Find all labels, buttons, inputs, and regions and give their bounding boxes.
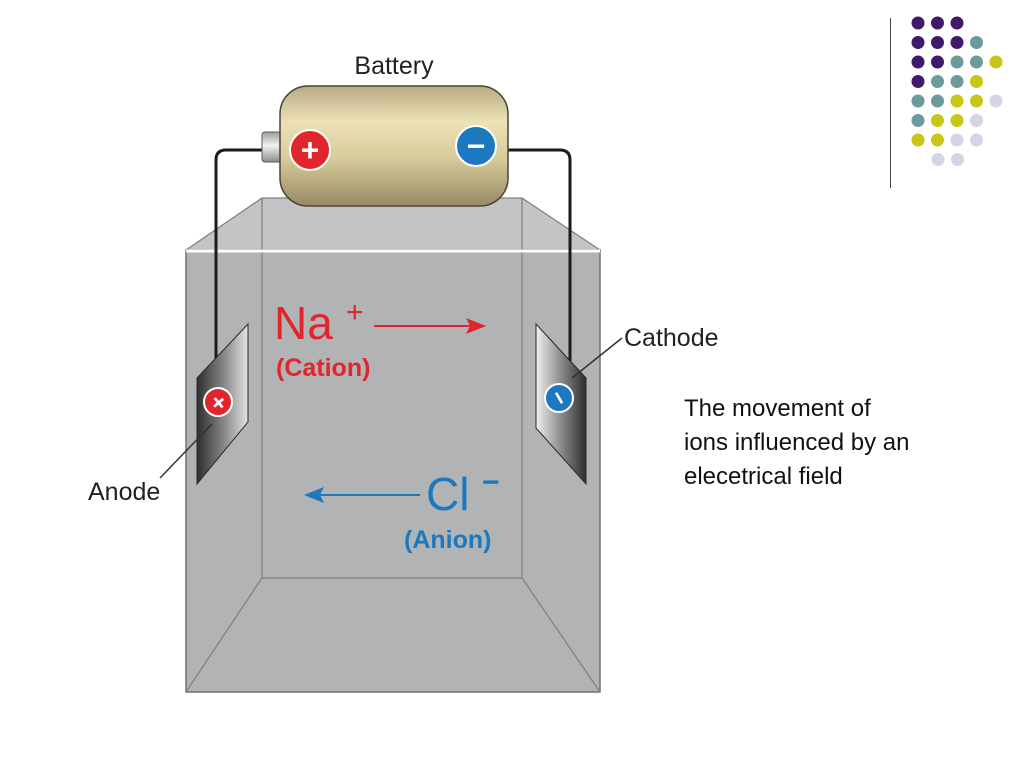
decorative-dot xyxy=(950,114,964,127)
cation-group: Na + (Cation) xyxy=(274,296,486,382)
decorative-dot xyxy=(911,36,925,49)
anion-symbol: Cl xyxy=(426,468,469,520)
anion-charge: − xyxy=(482,466,500,499)
decorative-dot xyxy=(931,153,945,166)
slide-caption: The movement of ions influenced by an el… xyxy=(684,392,984,494)
cation-charge: + xyxy=(346,296,364,329)
battery-negative-sign: − xyxy=(467,128,486,164)
decorative-dot xyxy=(970,133,983,147)
tank-edge xyxy=(521,577,601,693)
anion-group: Cl − (Anion) xyxy=(304,466,500,554)
anode-electrode: + Anode xyxy=(88,322,249,506)
decorative-dot xyxy=(911,75,925,88)
electrolysis-tank xyxy=(185,197,601,693)
decorative-dot xyxy=(989,94,1003,108)
decorative-dot xyxy=(911,16,925,30)
anion-label: (Anion) xyxy=(404,526,491,554)
battery: + − Battery xyxy=(261,52,509,207)
decorative-dot xyxy=(950,55,964,69)
cathode-sign-badge xyxy=(544,383,574,413)
decorative-dot xyxy=(970,94,983,108)
decorative-dot-grid xyxy=(911,16,1003,166)
decorative-dot xyxy=(970,75,983,88)
tank-edge xyxy=(185,577,263,693)
circuit-wires xyxy=(214,148,572,405)
cathode-label: Cathode xyxy=(624,324,719,352)
tank-edge xyxy=(521,197,601,251)
cathode-electrode: − Cathode xyxy=(535,322,719,486)
anode-sign-badge xyxy=(203,387,233,417)
battery-label: Battery xyxy=(354,52,434,80)
battery-positive-sign: + xyxy=(301,132,320,168)
decorative-dot xyxy=(970,55,983,69)
cathode-wire xyxy=(508,148,572,390)
decorative-dot xyxy=(950,133,964,147)
decorative-dot xyxy=(931,75,944,88)
decorative-dot xyxy=(911,94,925,108)
tank-edge xyxy=(185,197,263,251)
tank-body xyxy=(185,249,601,693)
caption-line-1: The movement of xyxy=(684,395,871,422)
decorative-dot xyxy=(931,55,944,69)
decorative-dot xyxy=(931,114,944,127)
cathode-leader-line xyxy=(571,337,623,379)
cation-arrow-head xyxy=(466,318,486,334)
decorative-dot xyxy=(950,16,964,30)
decorative-dot xyxy=(970,114,983,127)
anode-label: Anode xyxy=(88,478,160,506)
decorative-dot xyxy=(931,94,944,108)
anode-leader-line xyxy=(159,423,213,479)
decorative-divider xyxy=(890,18,891,188)
battery-body xyxy=(279,85,509,207)
decorative-dot xyxy=(931,133,944,147)
tank-back-panel xyxy=(186,198,600,250)
caption-line-2: ions influenced by an xyxy=(684,429,910,456)
decorative-dot xyxy=(931,16,944,30)
decorative-dot xyxy=(970,36,983,49)
battery-positive-badge xyxy=(289,129,331,171)
decorative-dot xyxy=(931,36,944,49)
anion-arrow-head xyxy=(304,487,324,503)
decorative-dot xyxy=(911,133,925,147)
decorative-dot xyxy=(950,36,964,49)
decorative-dot xyxy=(950,75,964,88)
decorative-dot xyxy=(989,55,1003,69)
battery-negative-badge xyxy=(455,125,497,167)
decorative-dot xyxy=(951,153,964,166)
anode-wire xyxy=(214,148,272,405)
caption-line-3: elecetrical field xyxy=(684,463,843,490)
decorative-dot xyxy=(911,114,925,127)
cation-label: (Cation) xyxy=(276,354,370,382)
decorative-dot xyxy=(950,94,964,108)
decorative-dot xyxy=(911,55,925,69)
cation-symbol: Na xyxy=(274,297,333,349)
